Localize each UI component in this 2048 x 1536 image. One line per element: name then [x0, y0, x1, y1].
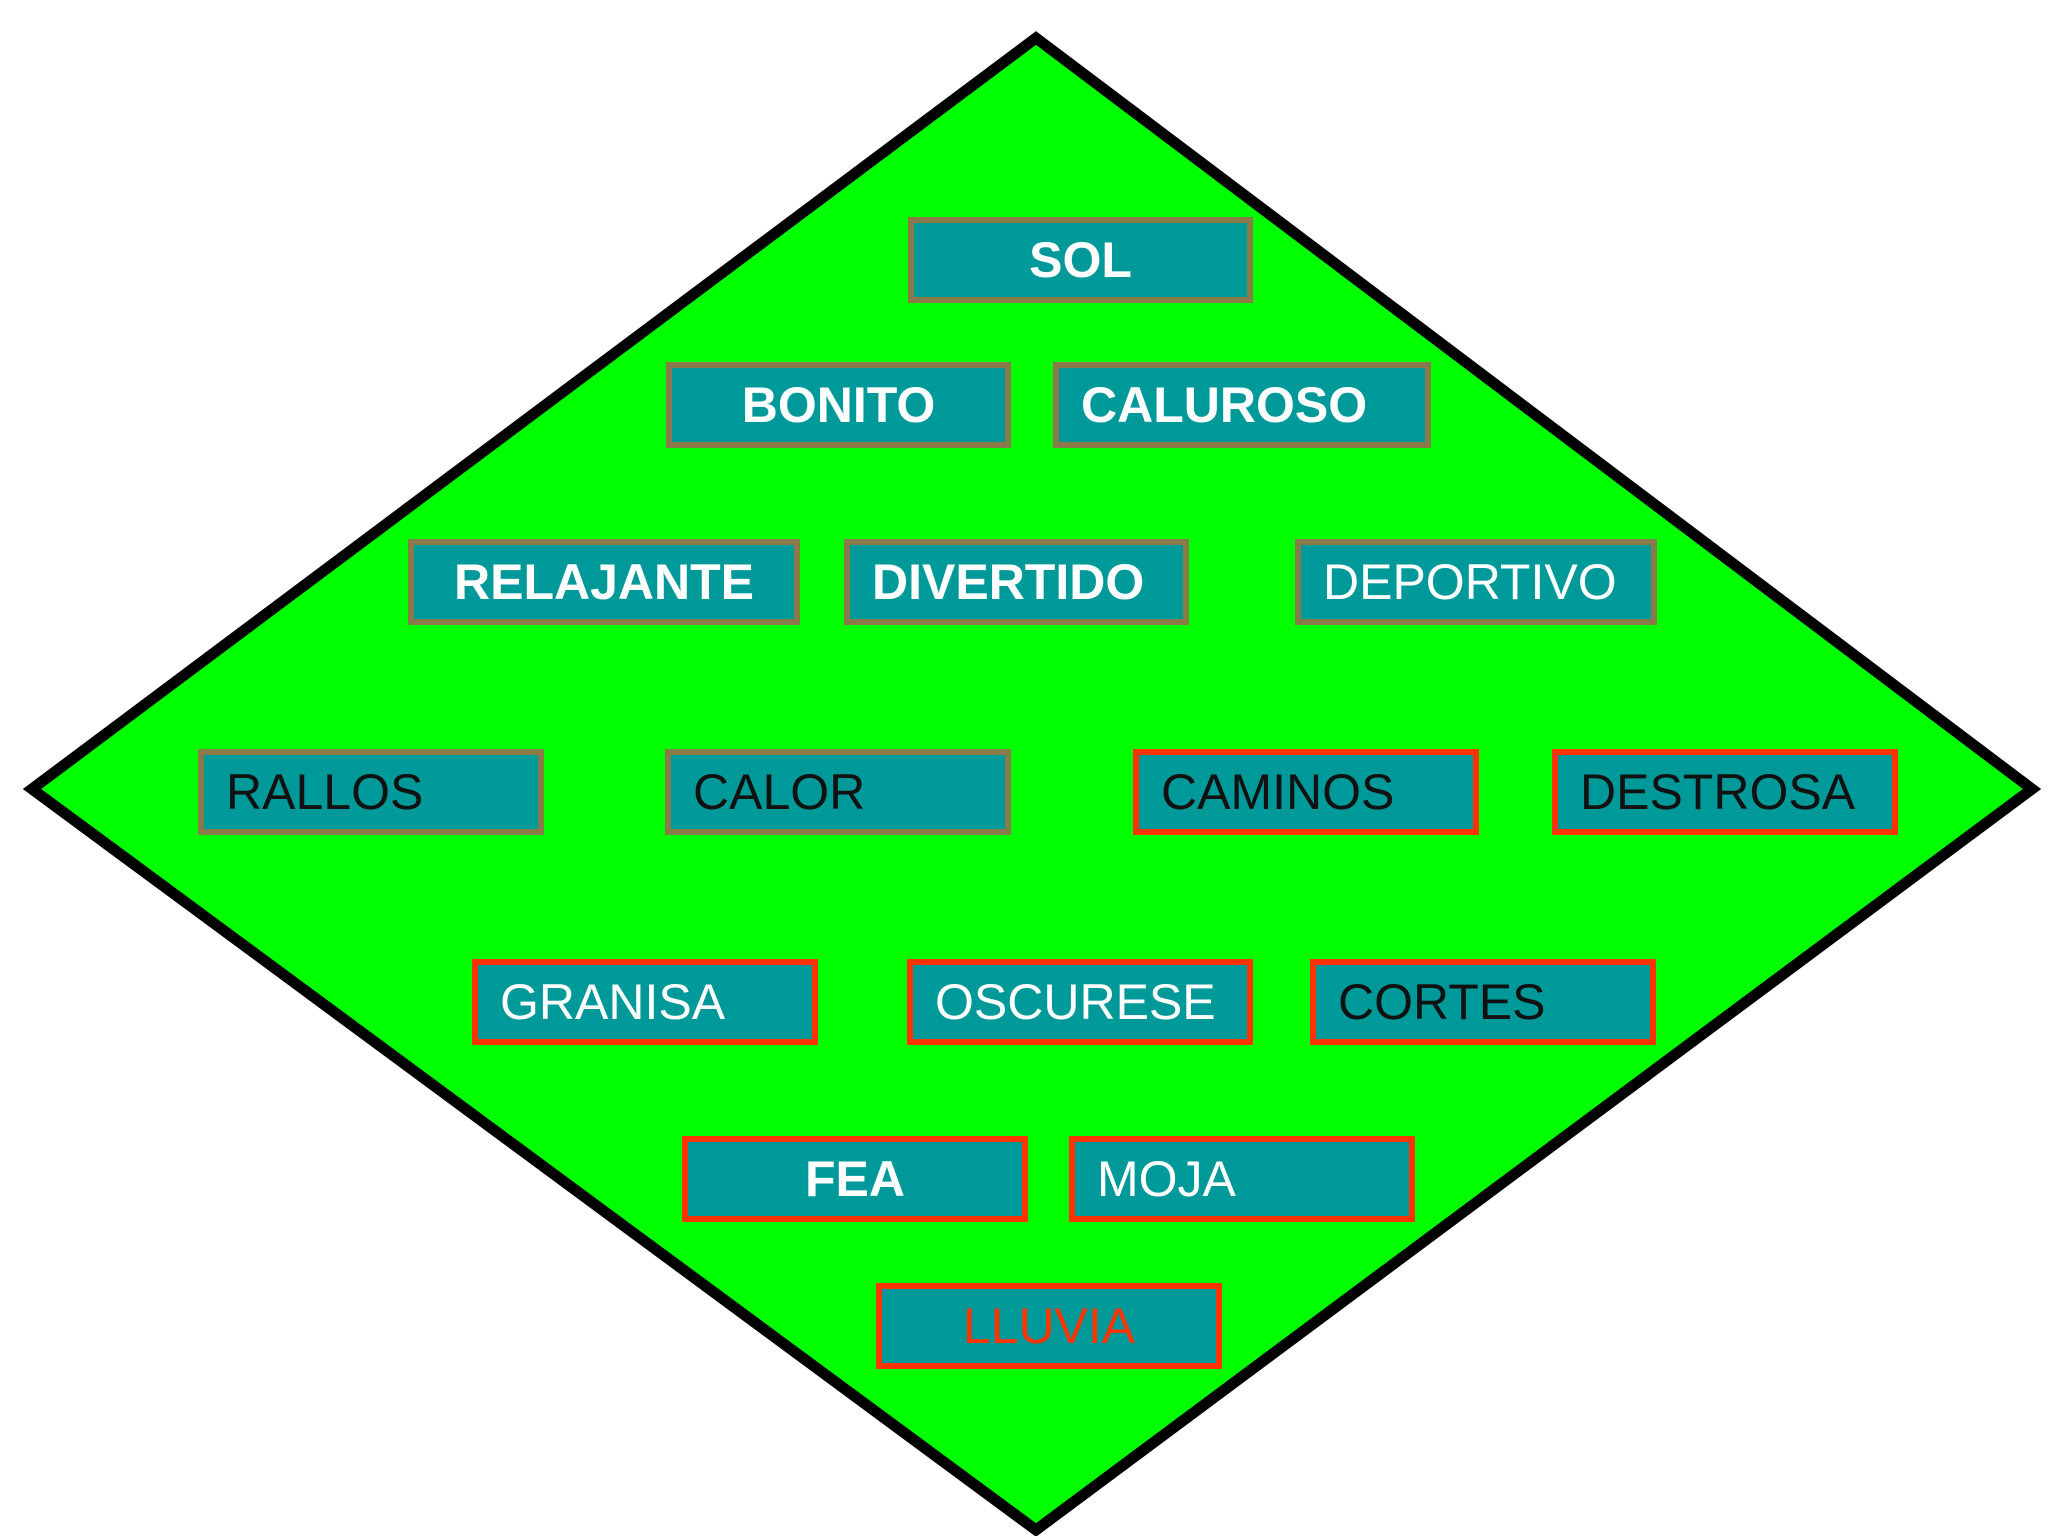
word-box-destrosa: DESTROSA [1552, 749, 1898, 835]
word-label-caluroso: CALUROSO [1081, 377, 1368, 433]
word-label-oscurese: OSCURESE [935, 974, 1216, 1030]
word-box-oscurese: OSCURESE [907, 959, 1253, 1045]
word-label-rallos: RALLOS [226, 764, 424, 820]
word-label-calor: CALOR [693, 764, 866, 820]
word-box-relajante: RELAJANTE [408, 539, 800, 625]
word-box-rallos: RALLOS [198, 749, 544, 835]
word-label-bonito: BONITO [741, 377, 936, 433]
word-label-destrosa: DESTROSA [1580, 764, 1856, 820]
word-box-moja: MOJA [1069, 1136, 1415, 1222]
word-box-deportivo: DEPORTIVO [1295, 539, 1657, 625]
word-label-sol: SOL [1029, 232, 1132, 288]
word-label-caminos: CAMINOS [1161, 764, 1395, 820]
word-box-granisa: GRANISA [472, 959, 818, 1045]
diamond-background [22, 31, 2042, 1536]
word-box-cortes: CORTES [1310, 959, 1656, 1045]
word-box-fea: FEA [682, 1136, 1028, 1222]
word-box-caminos: CAMINOS [1133, 749, 1479, 835]
word-label-moja: MOJA [1097, 1151, 1236, 1207]
word-label-relajante: RELAJANTE [453, 554, 755, 610]
word-label-lluvia: LLUVIA [962, 1298, 1136, 1354]
word-box-sol: SOL [908, 217, 1253, 303]
word-box-calor: CALOR [665, 749, 1011, 835]
word-label-cortes: CORTES [1338, 974, 1546, 1030]
word-box-lluvia: LLUVIA [876, 1283, 1222, 1369]
word-box-divertido: DIVERTIDO [844, 539, 1189, 625]
word-label-divertido: DIVERTIDO [872, 554, 1145, 610]
word-box-bonito: BONITO [666, 362, 1011, 448]
word-label-deportivo: DEPORTIVO [1323, 554, 1617, 610]
word-label-granisa: GRANISA [500, 974, 726, 1030]
word-label-fea: FEA [805, 1151, 905, 1207]
word-box-caluroso: CALUROSO [1053, 362, 1431, 448]
